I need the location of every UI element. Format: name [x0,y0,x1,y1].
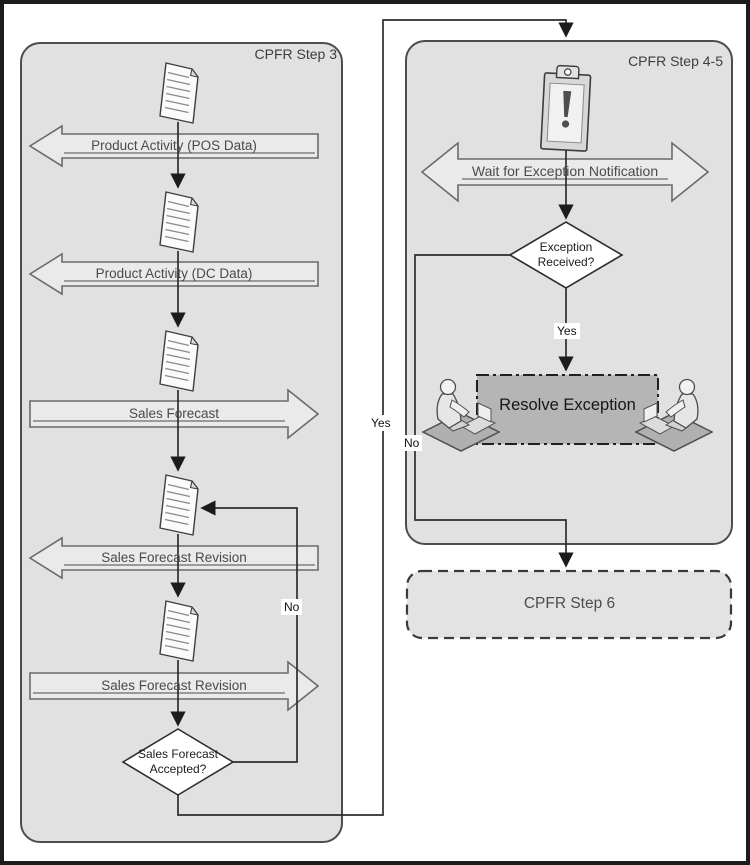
no-connector-label: No [401,435,423,451]
decision-line-2: Accepted? [149,762,207,776]
yes-connector-label: Yes [554,323,580,339]
banner-label-product-activity-dc: Product Activity (DC Data) [95,266,253,281]
process-resolve-exception-box [476,374,659,445]
exception-clipboard-icon [540,64,592,152]
decision-sales-forecast-accepted [121,728,235,796]
left-panel-title: CPFR Step 3 [254,46,337,62]
banner-arrow-sales-forecast [29,388,320,440]
yes-connector-label: Yes [368,415,394,431]
banner-label-sales-forecast-revision-right: Sales Forecast Revision [101,678,247,693]
banner-label-product-activity-pos: Product Activity (POS Data) [91,138,257,153]
terminator-cpfr-step-6-box [405,569,733,640]
decision-exception-received [508,221,624,289]
banner-label-wait-for-exception: Wait for Exception Notification [471,163,659,179]
document-icon [159,474,199,536]
banner-label-sales-forecast: Sales Forecast [128,406,220,421]
terminator-cpfr-step-6-label: CPFR Step 6 [523,595,616,612]
banner-label-sales-forecast-revision-left: Sales Forecast Revision [101,550,247,565]
document-icon [159,600,199,662]
document-icon [159,62,199,124]
decision-line-2: Received? [537,255,595,269]
decision-line-1: Exception [539,240,593,254]
banner-arrow-sales-forecast-revision-left [28,536,319,580]
process-resolve-exception-label: Resolve Exception [499,396,636,414]
document-icon [159,191,199,253]
connector-no-to-step6 [414,254,574,568]
connector-no-revision-loop [200,500,298,763]
no-connector-label: No [281,599,303,615]
decision-line-1: Sales Forecast [137,747,219,761]
document-icon [159,330,199,392]
exclamation-mark [563,90,572,118]
decision-label-sales-forecast-accepted: Sales Forecast Accepted? [118,747,238,777]
banner-arrow-product-activity-dc [28,252,319,296]
decision-label-exception-received: Exception Received? [506,240,626,270]
banner-arrow-product-activity-pos [28,124,319,168]
banner-arrow-wait-for-exception [420,141,710,203]
right-panel-title: CPFR Step 4-5 [628,53,723,69]
banner-arrow-sales-forecast-revision-right [29,660,320,712]
